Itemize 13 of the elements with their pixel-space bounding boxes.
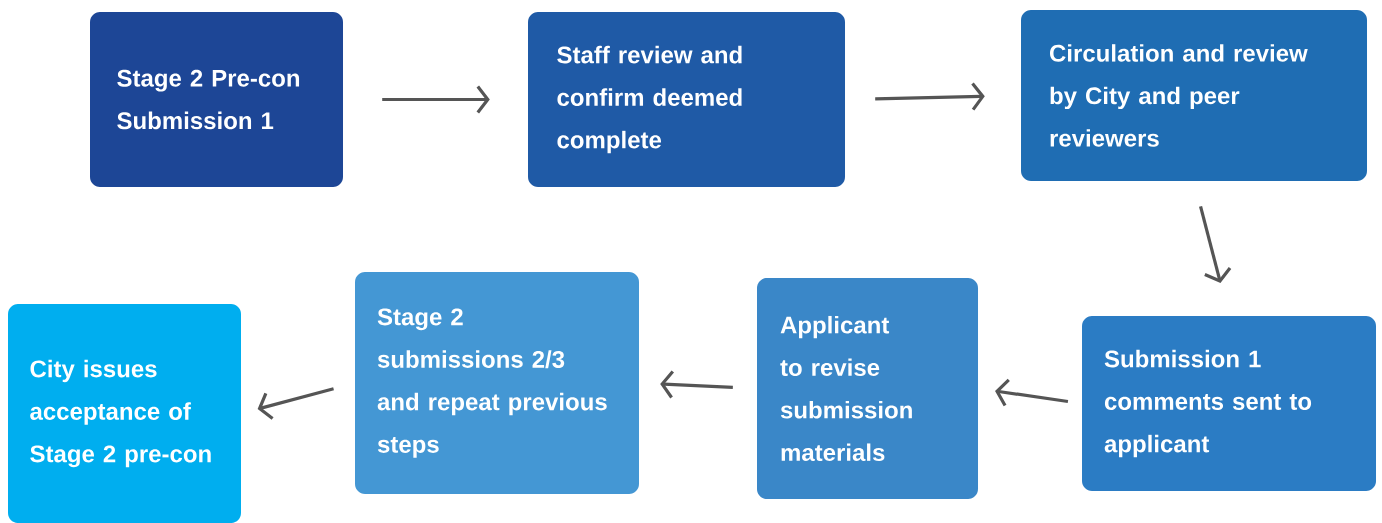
process-box: Stage 2 Pre-con Submission 1 [90,12,343,187]
arrow [660,370,733,399]
process-box: Applicant to revise submission materials [757,278,978,499]
arrow [1199,205,1232,283]
arrow [875,82,985,111]
arrow [995,378,1069,407]
arrow [382,85,490,114]
process-box: Staff review and confirm deemed complete [528,12,845,187]
process-box: Stage 2 submissions 2/3 and repeat previous steps [355,272,639,494]
process-box: Submission 1 comments sent to applicant [1082,316,1376,491]
arrow [257,387,334,420]
process-box: City issues acceptance of Stage 2 pre-con [8,304,241,523]
process-box: Circulation and review by City and peer reviewers [1021,10,1367,181]
